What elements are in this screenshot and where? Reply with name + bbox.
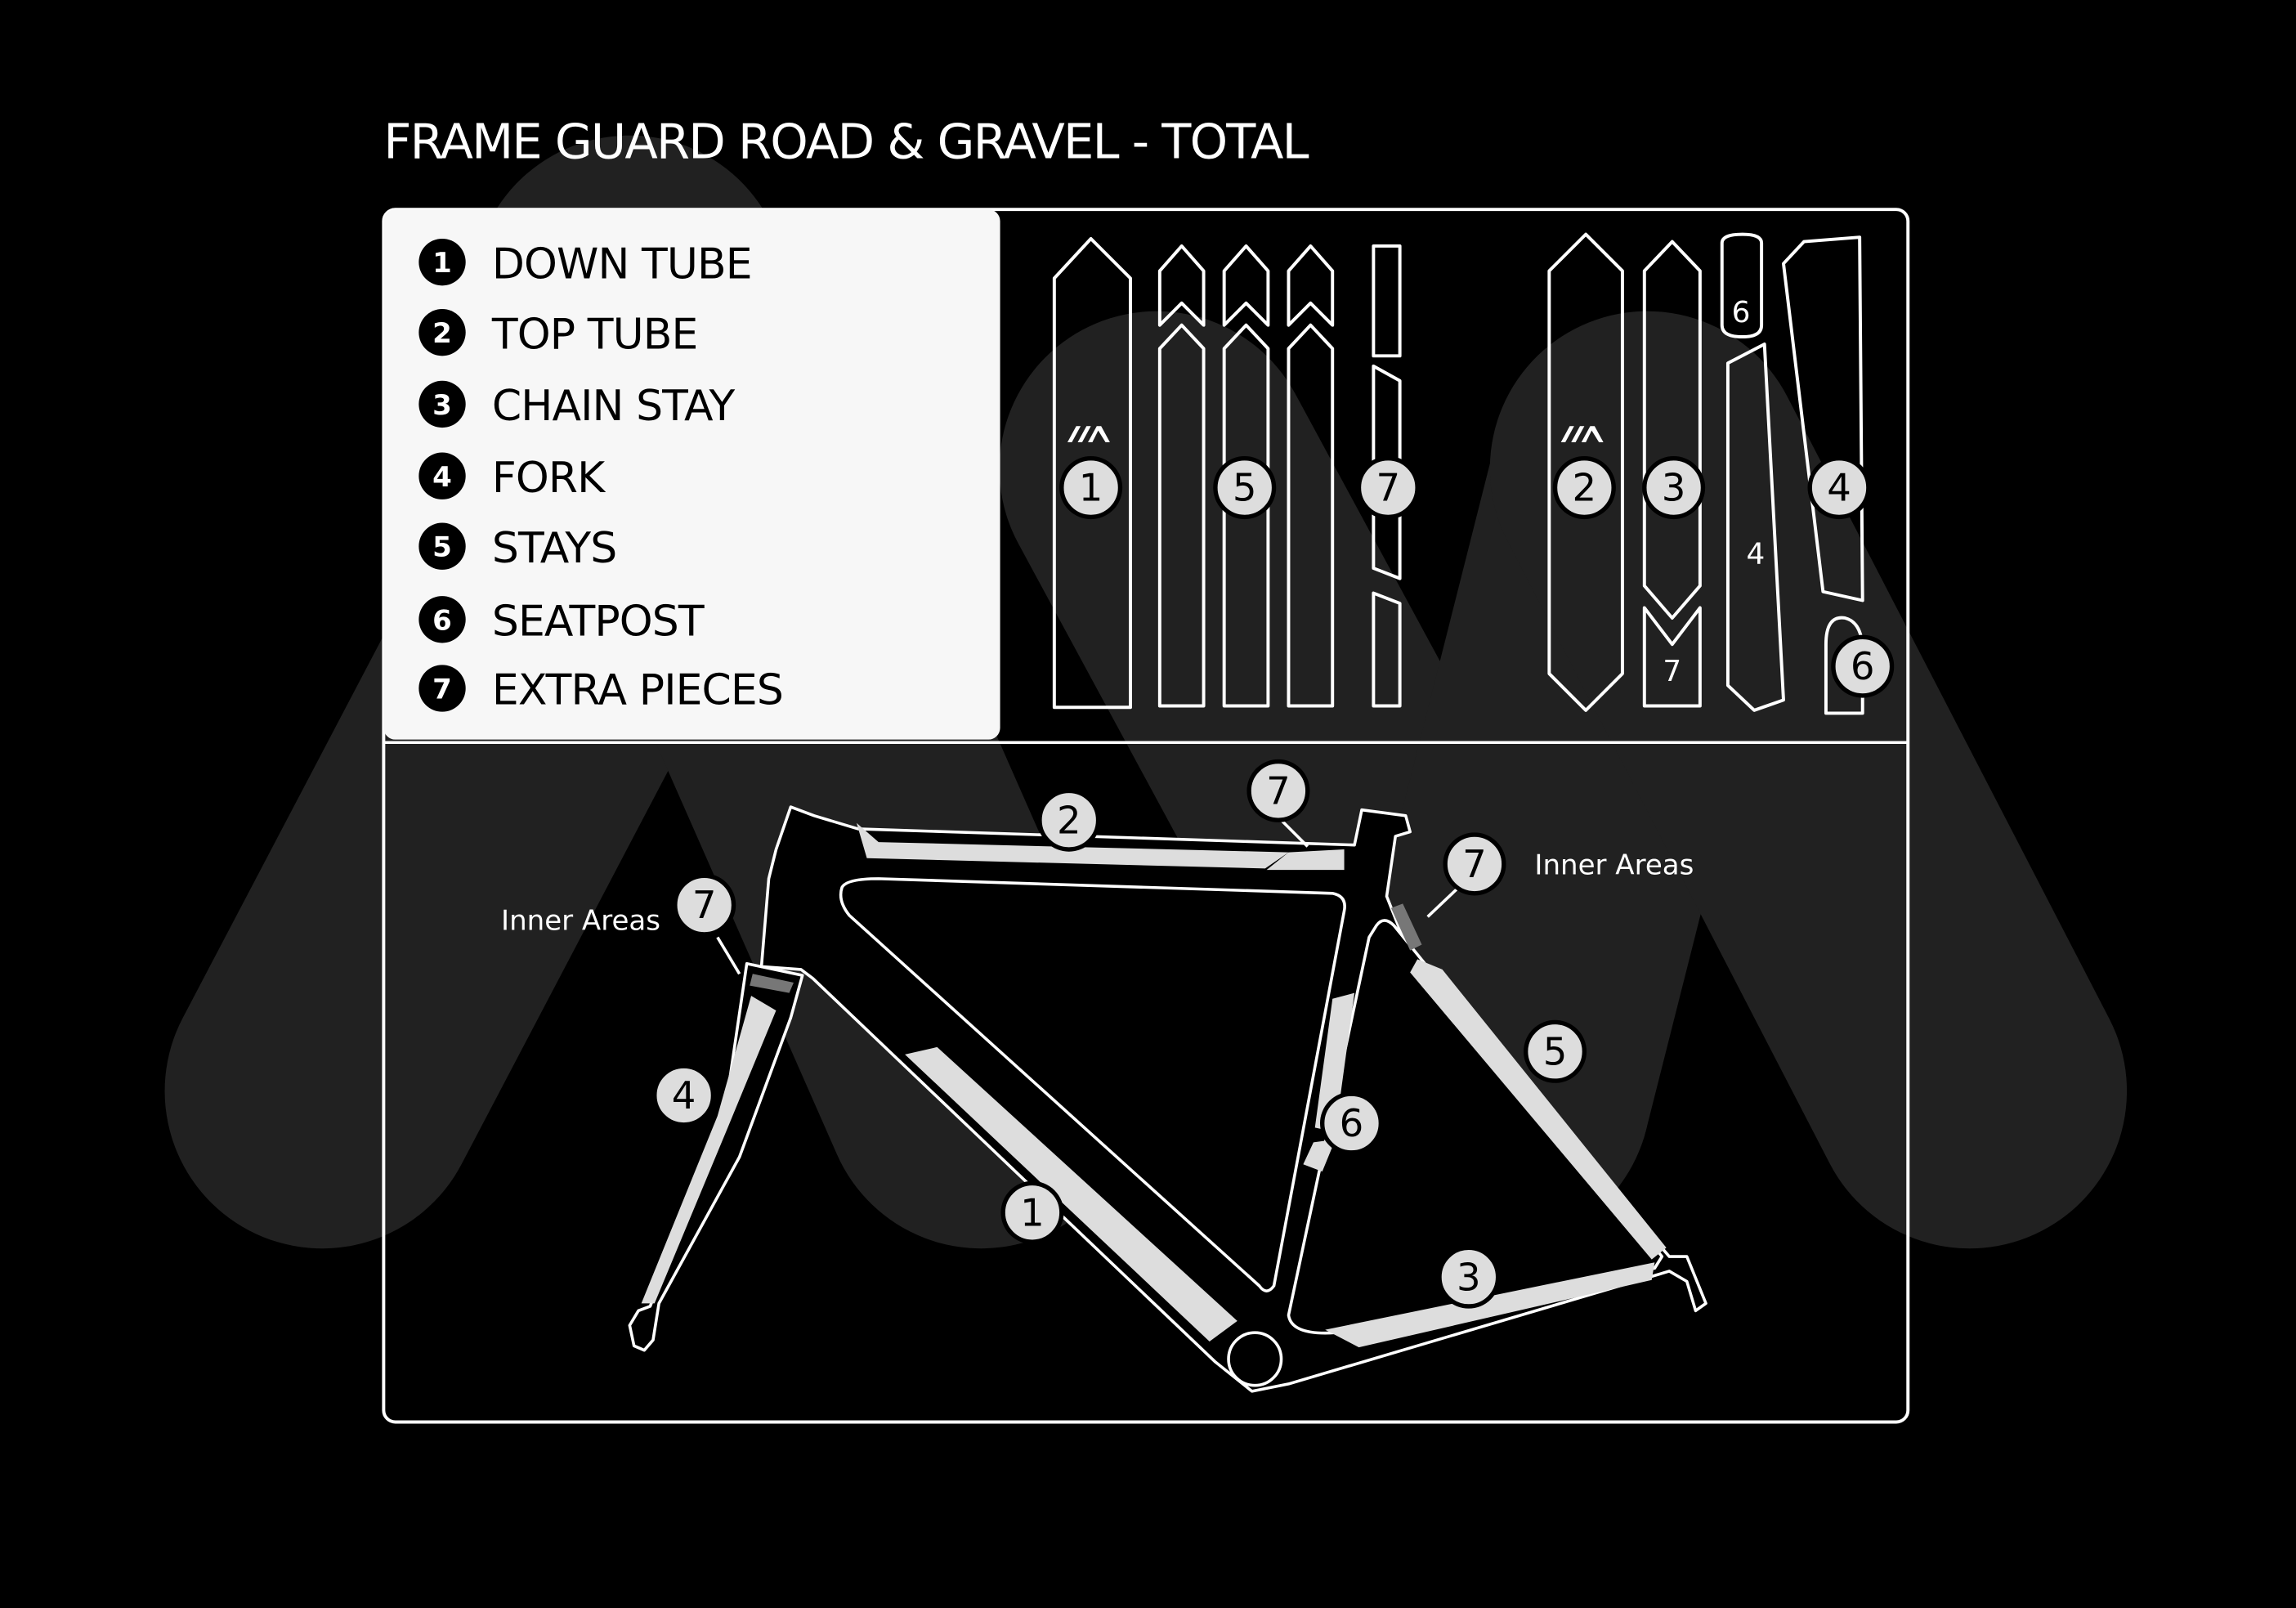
frame-badge-seatpost: 6 xyxy=(1319,1091,1384,1155)
sheet-badge: 1 xyxy=(1059,456,1123,520)
legend-label: CHAIN STAY xyxy=(492,382,736,431)
sheet-badge: 2 xyxy=(1552,456,1616,520)
leader-lines xyxy=(716,818,1458,975)
sheet-badge-number: 5 xyxy=(1233,466,1257,510)
front-triangle xyxy=(839,877,1346,1292)
legend-panel xyxy=(383,209,1000,740)
bottom-bracket xyxy=(1227,1331,1283,1387)
frame-badge-extra-top: 7 xyxy=(1246,759,1310,822)
sheet-badge-number: 6 xyxy=(1851,644,1875,688)
piece-fork-inner-label: 4 xyxy=(1747,538,1766,571)
piece-top-tube xyxy=(1547,232,1624,712)
frame-badge-down-tube-number: 1 xyxy=(1020,1190,1045,1234)
legend-label: FORK xyxy=(492,454,606,503)
seatpost-sticker xyxy=(1303,992,1355,1172)
frame-badge-extra-seat: 7 xyxy=(1443,832,1506,896)
legend-item: 3 CHAIN STAY xyxy=(418,380,736,431)
down-tube-sticker xyxy=(905,1046,1238,1341)
legend: 1 DOWN TUBE 2 TOP TUBE 3 CHAIN STAY 4 FORK 5 STAY… xyxy=(383,209,1000,740)
piece-seatpost-small-label: 6 xyxy=(1732,296,1751,329)
sheet-badge: 7 xyxy=(1356,456,1420,520)
inner-areas-note-left: Inner Areas xyxy=(501,905,660,938)
legend-label: STAYS xyxy=(492,524,616,573)
frame-badge-chain-stay: 3 xyxy=(1437,1245,1501,1309)
legend-number-badge xyxy=(418,665,466,712)
legend-number: 3 xyxy=(432,389,452,422)
legend-number-badge xyxy=(418,522,466,570)
piece-chain-stay xyxy=(1642,240,1702,620)
legend-label: SEATPOST xyxy=(492,597,705,646)
top-tube-sticker xyxy=(857,822,1289,869)
bike-frame: Inner Areas Inner Areas 2 7 7 7 4 5 6 1 3 xyxy=(501,759,1707,1393)
piece-fork-outer xyxy=(1782,235,1864,602)
sheet-badge-number: 7 xyxy=(1376,466,1400,510)
legend-item: 7 EXTRA PIECES xyxy=(418,665,784,715)
piece-extra-small xyxy=(1642,606,1702,708)
sheet-badge-number: 2 xyxy=(1573,466,1597,510)
legend-item: 2 TOP TUBE xyxy=(418,308,698,359)
legend-label: EXTRA PIECES xyxy=(492,666,783,715)
sheet-badge-number: 3 xyxy=(1662,466,1686,510)
frame-badge-extra-head: 7 xyxy=(673,873,736,937)
legend-item: 5 STAYS xyxy=(418,522,617,573)
frame-badge-fork: 4 xyxy=(652,1064,716,1127)
legend-number-badge xyxy=(418,596,466,643)
frame-badge-top-tube: 2 xyxy=(1037,788,1101,852)
stays-sticker xyxy=(1410,959,1667,1260)
legend-number-badge xyxy=(418,239,466,286)
legend-label: DOWN TUBE xyxy=(492,240,752,289)
outer-border xyxy=(382,208,1910,1424)
frame-badge-stays: 5 xyxy=(1524,1019,1587,1083)
sheet-badge: 5 xyxy=(1213,456,1277,520)
legend-number-badge xyxy=(418,308,466,356)
legend-number: 1 xyxy=(432,247,452,280)
legend-item: 1 DOWN TUBE xyxy=(418,239,753,289)
sheet-badge-number: 4 xyxy=(1827,466,1851,510)
sheet-badge-number: 1 xyxy=(1079,466,1103,510)
sheet-badge: 4 xyxy=(1807,456,1871,520)
legend-number: 4 xyxy=(432,461,452,494)
frame-badge-down-tube: 1 xyxy=(1000,1180,1064,1244)
chain-stay-sticker xyxy=(1325,1262,1655,1348)
legend-label: TOP TUBE xyxy=(491,310,697,359)
frame-badge-stays-number: 5 xyxy=(1543,1029,1568,1073)
frame-badge-extra-head-number: 7 xyxy=(692,883,717,927)
legend-number: 2 xyxy=(432,317,452,350)
sheet-badge: 3 xyxy=(1642,456,1706,520)
piece-seatpost-small xyxy=(1720,232,1764,339)
legend-number-badge xyxy=(418,452,466,499)
sheet-badge: 6 xyxy=(1831,634,1895,698)
piece-down-tube xyxy=(1052,237,1132,710)
inner-area-seat xyxy=(1390,903,1422,951)
legend-number-badge xyxy=(418,380,466,428)
inner-areas-note-right: Inner Areas xyxy=(1534,849,1694,881)
ams-logo xyxy=(1067,426,1604,443)
extra-top-sticker xyxy=(1266,849,1345,871)
piece-fork-inner xyxy=(1725,343,1785,712)
pieces-stays xyxy=(1157,244,1335,708)
legend-number: 7 xyxy=(432,674,452,706)
frame-badge-top-tube-number: 2 xyxy=(1057,798,1081,842)
frame-badge-chain-stay-number: 3 xyxy=(1457,1255,1481,1299)
fork-sticker xyxy=(641,996,777,1304)
frame-badge-seatpost-number: 6 xyxy=(1340,1101,1364,1145)
legend-item: 4 FORK xyxy=(418,452,607,503)
inner-area-head xyxy=(750,974,794,993)
frame-badge-extra-top-number: 7 xyxy=(1266,769,1291,813)
frame-badge-extra-seat-number: 7 xyxy=(1462,842,1487,886)
frame-badge-fork-number: 4 xyxy=(672,1073,696,1118)
legend-number: 5 xyxy=(432,531,452,564)
page-title: FRAME GUARD ROAD & GRAVEL - TOTAL xyxy=(383,113,1309,169)
legend-number: 6 xyxy=(432,604,452,637)
legend-item: 6 SEATPOST xyxy=(418,596,705,646)
sticker-sheet: 7 6 4 1 5 7 2 3 4 6 xyxy=(1052,232,1895,715)
piece-extra-small-label: 7 xyxy=(1663,655,1681,688)
